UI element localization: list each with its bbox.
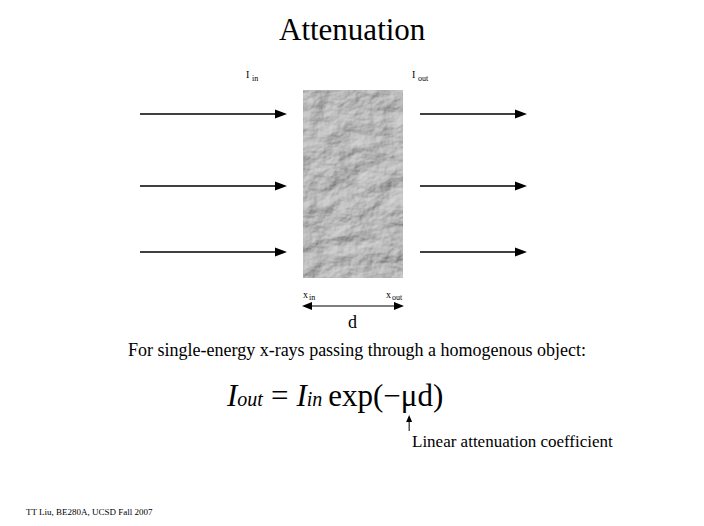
incident-arrows — [140, 110, 287, 257]
slide-title: Attenuation — [279, 14, 425, 45]
attenuation-formula: Iout = Iinexp(−μd) — [227, 380, 443, 411]
thickness-label: d — [348, 313, 357, 331]
formula-operator: = — [271, 380, 288, 411]
formula-subscript: in — [307, 389, 323, 409]
position-subscript: out — [392, 294, 402, 302]
intensity-subscript: out — [418, 75, 428, 83]
transmitted-arrows — [420, 110, 527, 257]
formula-subscript: out — [237, 389, 263, 409]
formula-expression: exp(−μd) — [328, 380, 443, 411]
description-text: For single-energy x-rays passing through… — [128, 341, 586, 359]
intensity-subscript: in — [252, 75, 258, 83]
intensity-symbol: I — [412, 70, 415, 80]
thickness-dimension — [302, 302, 404, 310]
homogeneous-object — [303, 90, 403, 278]
pointer-arrow — [406, 415, 412, 431]
annotation-text: Linear attenuation coefficient — [412, 433, 613, 450]
formula-symbol: I — [296, 380, 306, 411]
position-symbol: x — [386, 290, 391, 300]
footer-credit: TT Liu, BE280A, UCSD Fall 2007 — [26, 508, 153, 517]
formula-symbol: I — [227, 380, 237, 411]
position-symbol: x — [303, 290, 308, 300]
intensity-symbol: I — [246, 70, 249, 80]
position-subscript: in — [309, 294, 315, 302]
